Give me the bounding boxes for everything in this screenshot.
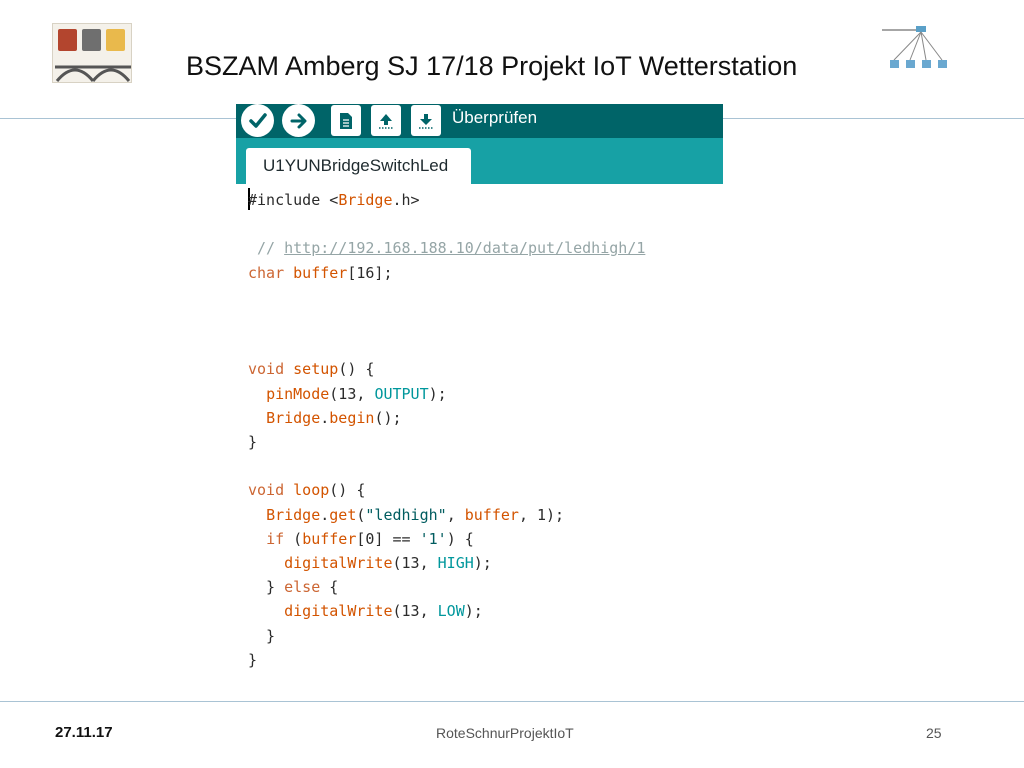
code-line: } else {	[248, 578, 339, 597]
code-line: pinMode(13, OUTPUT);	[266, 384, 447, 403]
page-number: 25	[926, 725, 942, 741]
code-line: }	[248, 433, 258, 451]
arrow-right-icon	[290, 113, 306, 128]
code-line: Bridge.get("ledhigh", buffer, 1);	[266, 505, 565, 524]
logo-block-red	[58, 29, 77, 51]
arduino-ide-screenshot: Überprüfen U1YUNBridgeSwitchLed #include…	[236, 104, 723, 704]
tab-sketch[interactable]: U1YUNBridgeSwitchLed	[246, 148, 471, 184]
code-line: // http://192.168.188.10/data/put/ledhig…	[248, 239, 646, 258]
footer-center-text: RoteSchnurProjektIoT	[436, 725, 574, 741]
save-sketch-button[interactable]	[411, 105, 441, 136]
code-line: void setup() {	[248, 360, 375, 379]
open-sketch-button[interactable]	[371, 105, 401, 136]
checkmark-icon	[248, 112, 267, 128]
school-logo	[52, 23, 132, 83]
logo-block-gray	[82, 29, 101, 51]
arrow-down-icon	[419, 113, 433, 129]
slide-title: BSZAM Amberg SJ 17/18 Projekt IoT Wetter…	[186, 51, 798, 81]
text-caret	[248, 188, 250, 210]
toolbar-action-label: Überprüfen	[452, 108, 538, 127]
code-editor[interactable]: #include <Bridge.h> // http://192.168.18…	[236, 184, 723, 704]
ide-tab-bar: U1YUNBridgeSwitchLed	[236, 138, 723, 184]
footer-date: 27.11.17	[55, 724, 113, 741]
code-line: Bridge.begin();	[266, 408, 402, 427]
new-file-icon	[340, 112, 352, 129]
code-line: #include <Bridge.h>	[248, 191, 420, 209]
verify-button[interactable]	[241, 104, 274, 137]
arrow-up-icon	[379, 113, 393, 129]
bridge-arch-icon	[55, 65, 131, 82]
tab-sketch-label: U1YUNBridgeSwitchLed	[263, 156, 449, 175]
code-line: }	[248, 626, 276, 645]
code-line: }	[248, 650, 258, 669]
code-line: digitalWrite(13, HIGH);	[284, 554, 492, 572]
code-line: if (buffer[0] == '1') {	[266, 529, 474, 548]
logo-block-yellow	[106, 29, 125, 51]
upload-button[interactable]	[282, 104, 315, 137]
new-sketch-button[interactable]	[331, 105, 361, 136]
footer-divider	[0, 701, 1024, 702]
network-topology-icon	[882, 26, 947, 68]
code-line: char buffer[16];	[248, 263, 393, 282]
code-line: digitalWrite(13, LOW);	[284, 602, 483, 621]
code-line: void loop() {	[248, 481, 366, 500]
ide-toolbar: Überprüfen	[236, 104, 723, 138]
